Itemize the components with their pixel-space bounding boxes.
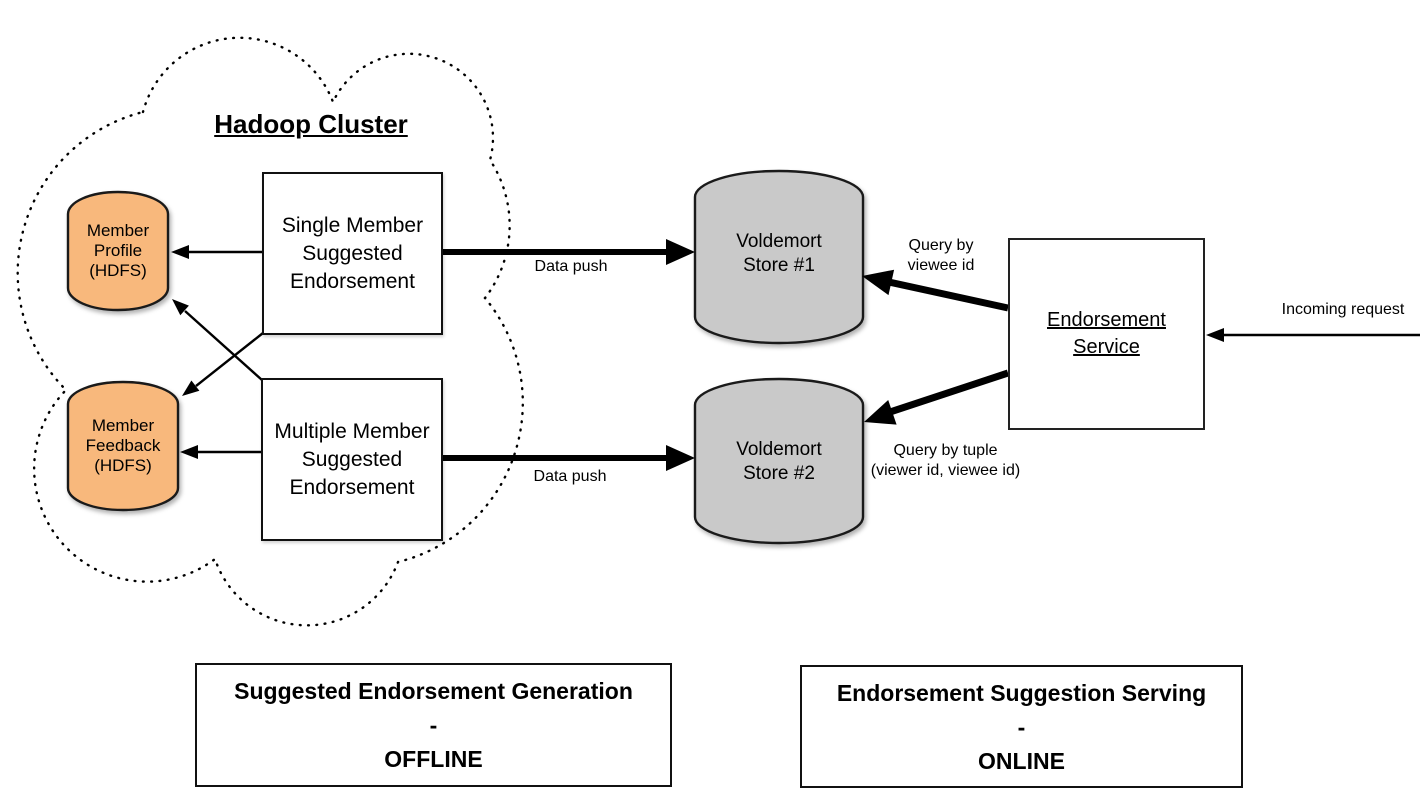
- online-section-box: Endorsement Suggestion Serving - ONLINE: [800, 665, 1243, 788]
- multiple-member-box: Multiple Member Suggested Endorsement: [261, 378, 443, 541]
- voldemort-store1-label: Voldemort Store #1: [736, 231, 822, 276]
- arrow-data-push-2: [443, 445, 695, 471]
- online-section-label: Endorsement Suggestion Serving - ONLINE: [836, 679, 1207, 774]
- query-viewee-label: Query by viewee id: [907, 237, 975, 274]
- data-push-label-1: Data push: [534, 258, 608, 275]
- single-member-label: Single Member Suggested Endorsement: [281, 213, 424, 293]
- arrow-query-tuple: [864, 369, 1010, 425]
- member-feedback-cylinder: [66, 380, 180, 512]
- member-profile-cylinder: [66, 190, 170, 312]
- arrow-incoming-request: [1206, 328, 1420, 342]
- arrow-multiple-to-profile: [172, 299, 263, 381]
- query-tuple-label: Query by tuple (viewer id, viewee id): [870, 442, 1021, 479]
- arrow-multiple-to-feedback: [180, 445, 261, 459]
- arrow-single-to-profile: [171, 245, 262, 259]
- arrow-query-viewee: [862, 269, 1009, 312]
- voldemort-store2-cylinder: [693, 377, 865, 545]
- offline-section-label: Suggested Endorsement Generation - OFFLI…: [234, 678, 633, 772]
- member-profile-label: Member Profile (HDFS): [86, 221, 150, 280]
- voldemort-store2-label: Voldemort Store #2: [736, 439, 822, 484]
- endorsement-service-label: Endorsement Service: [1047, 309, 1166, 358]
- incoming-request-label: Incoming request: [1281, 301, 1405, 318]
- arrow-single-to-feedback: [182, 332, 264, 396]
- endorsement-service-box: Endorsement Service: [1008, 238, 1205, 430]
- arrow-data-push-1: [443, 239, 695, 265]
- single-member-box: Single Member Suggested Endorsement: [262, 172, 443, 335]
- offline-section-box: Suggested Endorsement Generation - OFFLI…: [195, 663, 672, 787]
- data-push-label-2: Data push: [533, 468, 607, 485]
- voldemort-store1-cylinder: [693, 169, 865, 345]
- hadoop-cloud-outline: [16, 36, 525, 627]
- member-feedback-label: Member Feedback (HDFS): [85, 416, 161, 475]
- hadoop-cluster-title: Hadoop Cluster: [214, 109, 408, 139]
- multiple-member-label: Multiple Member Suggested Endorsement: [274, 419, 430, 499]
